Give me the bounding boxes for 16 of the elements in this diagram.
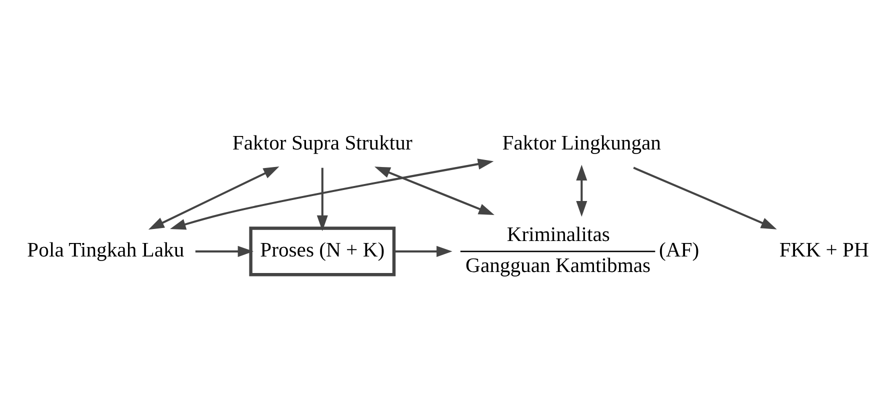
node-label: (AF): [658, 238, 699, 261]
arrow: [632, 166, 776, 229]
node-text: FKK + PH: [778, 238, 868, 261]
node-label: Kriminalitas: [506, 223, 610, 246]
node-text: Pola Tingkah Laku: [26, 238, 184, 261]
arrow: [194, 245, 254, 256]
arrow: [170, 158, 494, 230]
arrow: [316, 167, 328, 231]
node-label: Gangguan Kamtibmas: [465, 254, 650, 276]
arrow: [576, 164, 587, 216]
arrow: [374, 166, 494, 214]
node-text: Faktor Supra Struktur: [232, 132, 412, 154]
node-text: Faktor Lingkungan: [502, 132, 660, 154]
arrow: [394, 245, 452, 256]
node-box: Proses (N + K): [248, 226, 396, 276]
arrow: [148, 166, 279, 230]
